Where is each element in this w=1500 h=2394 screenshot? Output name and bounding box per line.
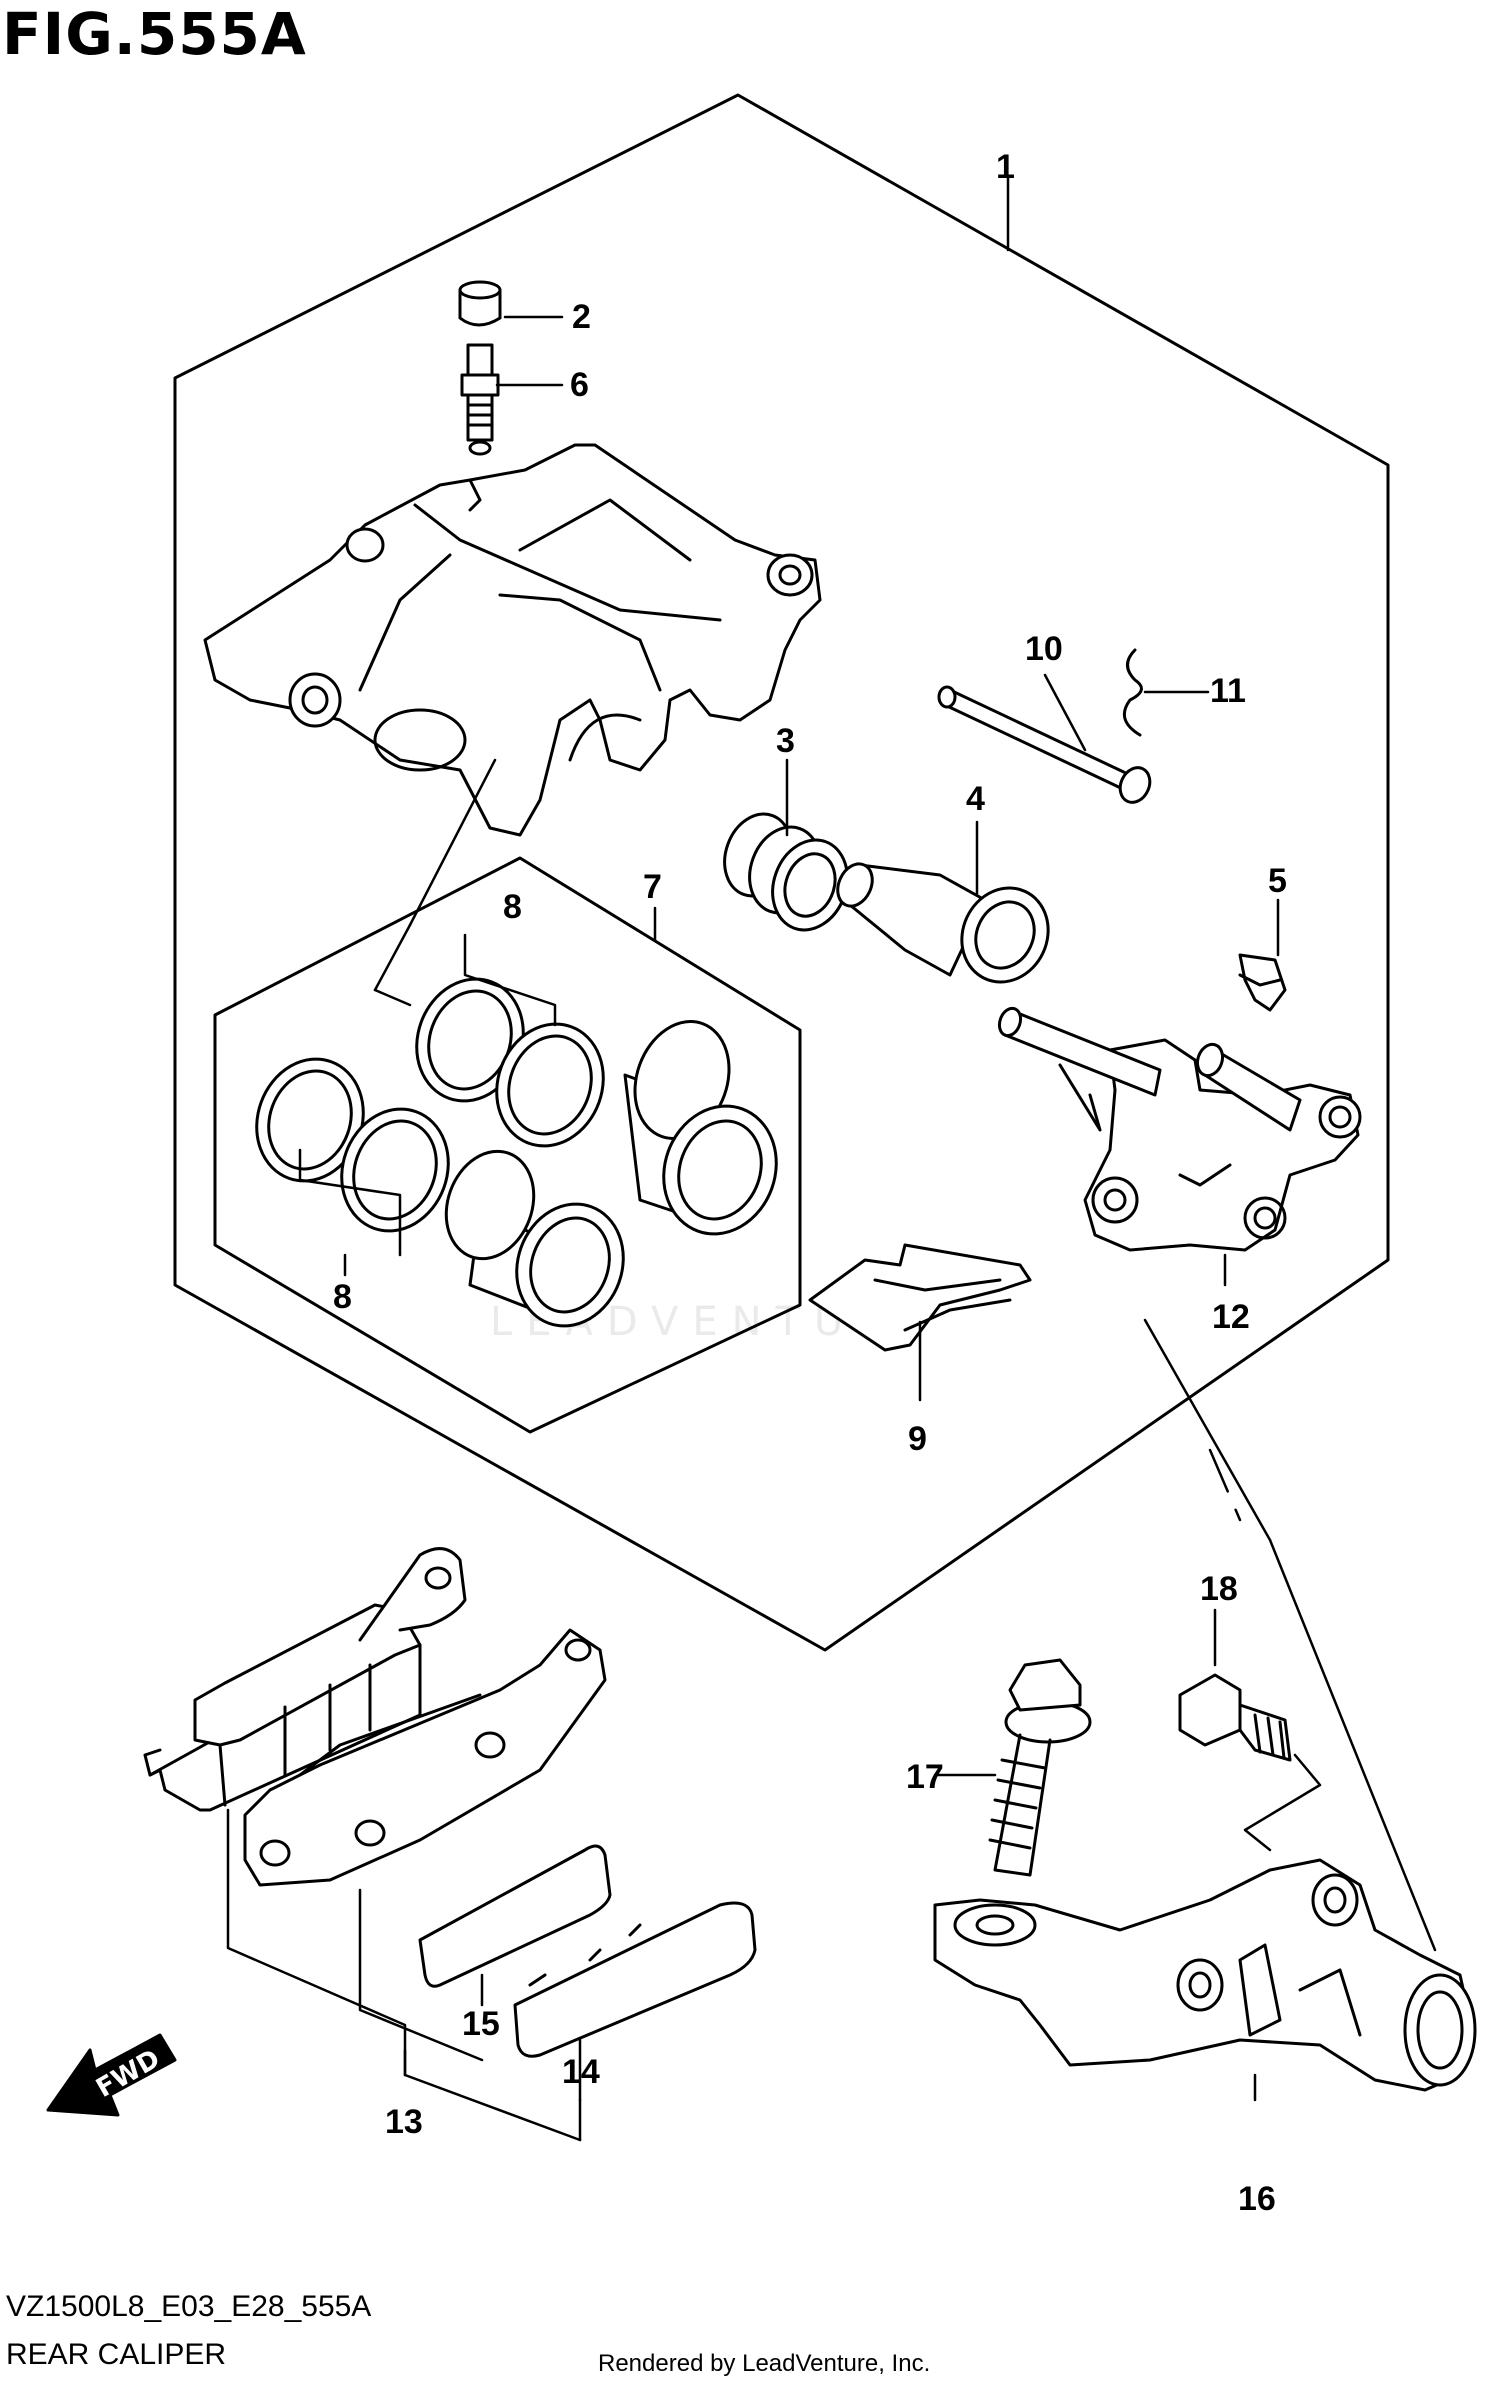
brake-pad-front	[143, 1547, 467, 1812]
slide-pin	[836, 862, 1050, 984]
bleeder-valve	[460, 343, 500, 456]
pistons	[444, 1020, 778, 1328]
callout-13: 13	[385, 2103, 423, 2141]
callout-11: 11	[1210, 672, 1246, 710]
callout-18: 18	[1200, 1570, 1238, 1608]
piston-set-outline	[213, 856, 802, 1434]
caliper-holder	[933, 1858, 1477, 2092]
bracket-bolt	[1178, 1673, 1292, 1762]
render-credit: Rendered by LeadVenture, Inc.	[598, 2350, 931, 2377]
callout-6: 6	[570, 366, 589, 404]
pad-shim-outer	[418, 1844, 612, 1988]
callout-3: 3	[776, 722, 795, 760]
pin-clip	[1122, 648, 1143, 737]
callout-15: 15	[462, 2005, 500, 2043]
callout-12: 12	[1212, 1298, 1250, 1336]
callout-2: 2	[572, 298, 591, 336]
mounting-bolt	[988, 1658, 1092, 1877]
callout-7: 7	[643, 868, 662, 906]
pad-pin	[937, 685, 1152, 804]
figure-caption: REAR CALIPER	[6, 2338, 227, 2371]
caliper-bracket	[997, 1006, 1362, 1252]
callout-16: 16	[1238, 2180, 1276, 2218]
pad-shim-inner	[513, 1901, 757, 2058]
piston-seals	[255, 977, 605, 1233]
model-code: VZ1500L8_E03_E28_555A	[6, 2290, 372, 2323]
callout-5: 5	[1268, 862, 1287, 900]
fwd-arrow: FWD	[46, 2033, 177, 2117]
callout-10: 10	[1025, 630, 1063, 668]
callout-4: 4	[966, 780, 985, 818]
callout-1: 1	[996, 148, 1015, 186]
caliper-body	[203, 443, 822, 837]
caliper-assembly-outline	[173, 93, 1390, 1652]
brake-pad-rear	[243, 1628, 607, 1887]
dust-boot	[723, 812, 849, 932]
bleeder-cap	[458, 280, 502, 327]
callout-8-upper: 8	[503, 888, 522, 926]
callout-17: 17	[906, 1758, 944, 1796]
callout-8-lower: 8	[333, 1278, 352, 1316]
spring-clip	[1238, 953, 1287, 1012]
leader-lines	[226, 176, 1437, 2142]
callout-14: 14	[562, 2053, 600, 2091]
figure-title: FIG.555A	[2, 0, 307, 68]
callout-9: 9	[908, 1420, 927, 1458]
